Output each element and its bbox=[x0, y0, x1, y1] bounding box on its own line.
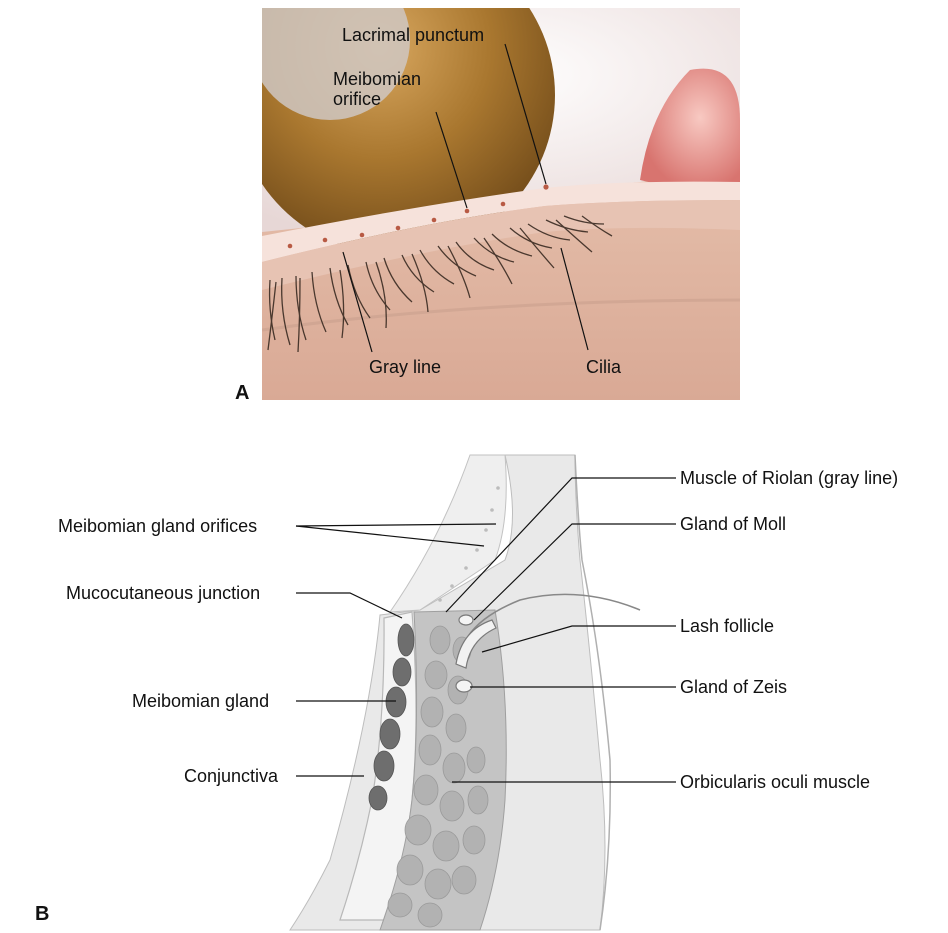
label-meibomian-orifice: Meibomian orifice bbox=[333, 69, 422, 109]
label-conjunctiva: Conjunctiva bbox=[184, 766, 279, 786]
label-meibomian-gland: Meibomian gland bbox=[132, 691, 270, 711]
panel-b-letter: B bbox=[35, 903, 50, 925]
label-gray-line: Gray line bbox=[369, 357, 442, 377]
label-orbicularis-oculi-muscle: Orbicularis oculi muscle bbox=[680, 772, 871, 792]
label-lacrimal-punctum: Lacrimal punctum bbox=[342, 25, 485, 45]
label-cilia: Cilia bbox=[586, 357, 622, 377]
label-muscle-of-riolan: Muscle of Riolan (gray line) bbox=[680, 468, 899, 488]
label-gland-of-moll: Gland of Moll bbox=[680, 514, 787, 534]
label-mucocutaneous-junction: Mucocutaneous junction bbox=[66, 583, 261, 603]
label-lash-follicle: Lash follicle bbox=[680, 616, 775, 636]
label-gland-of-zeis: Gland of Zeis bbox=[680, 677, 788, 697]
panel-a-letter: A bbox=[235, 382, 250, 404]
label-meibomian-gland-orifices: Meibomian gland orifices bbox=[58, 516, 258, 536]
